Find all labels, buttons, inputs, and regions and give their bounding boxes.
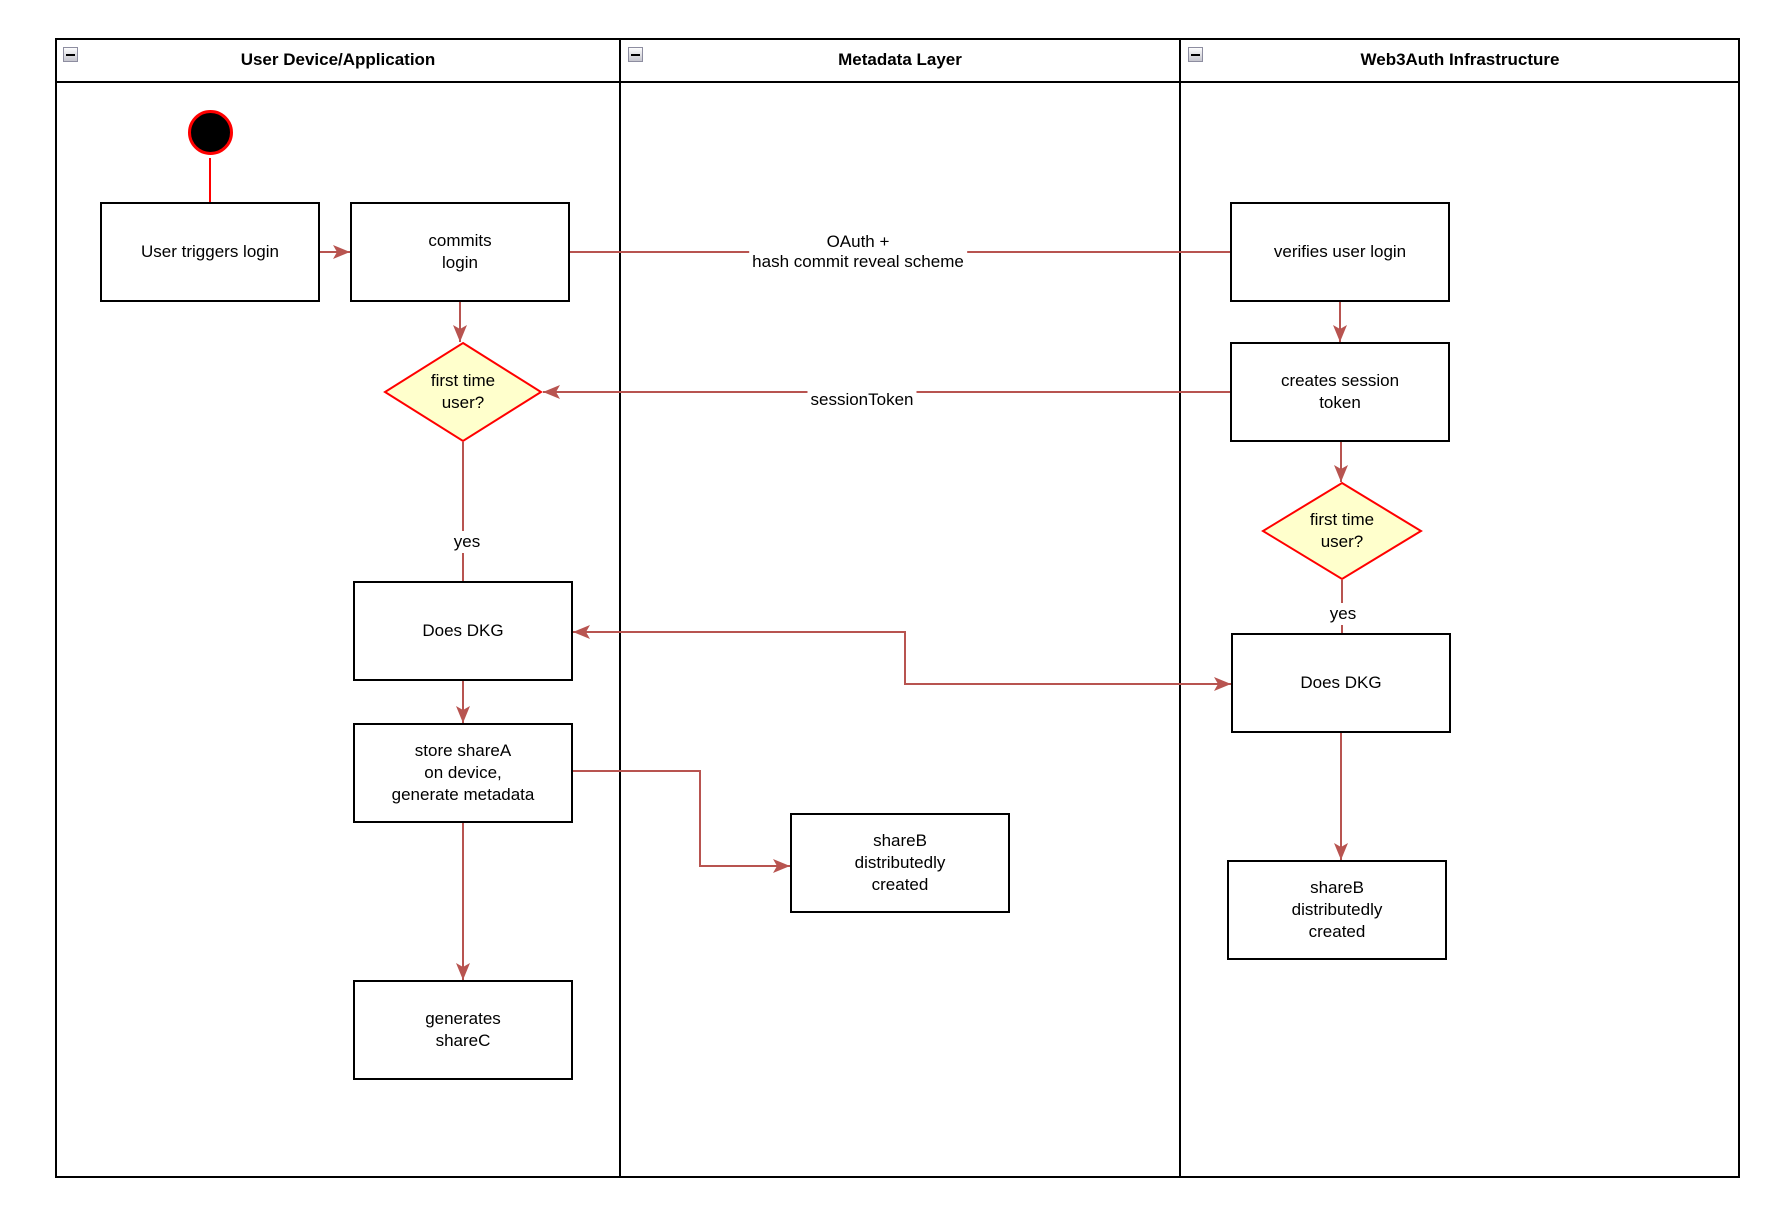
shareb-infra-box[interactable]: shareB distributedly created — [1227, 860, 1447, 960]
minus-icon — [1191, 53, 1200, 56]
generates-sharec-box[interactable]: generates shareC — [353, 980, 573, 1080]
node-label: first time user? — [430, 371, 496, 412]
node-label: Does DKG — [1300, 673, 1382, 692]
minus-icon — [66, 53, 75, 56]
node-label: shareB distributedly created — [854, 831, 946, 894]
minus-icon — [631, 53, 640, 56]
lane-title-metadata-layer: Metadata Layer — [838, 50, 962, 69]
lane-divider-1 — [619, 38, 621, 1178]
node-label: commits login — [428, 231, 492, 272]
verifies-user-login-box[interactable]: verifies user login — [1230, 202, 1450, 302]
collapse-icon-metadata-layer[interactable] — [628, 47, 643, 62]
node-label: verifies user login — [1273, 242, 1407, 261]
node-label: Does DKG — [422, 621, 504, 640]
node-label: User triggers login — [141, 242, 279, 261]
does-dkg-infra-box[interactable]: Does DKG — [1231, 633, 1451, 733]
store-sharea-box[interactable]: store shareA on device, generate metadat… — [353, 723, 573, 823]
collapse-icon-user-device[interactable] — [63, 47, 78, 62]
edge-dkg-device-dkg-infra[interactable] — [573, 625, 1231, 691]
lane-header-separator — [55, 81, 1740, 83]
creates-session-token-box[interactable]: creates session token — [1230, 342, 1450, 442]
session-token-edge-label: sessionToken — [807, 389, 917, 411]
yes-label-infra: yes — [1326, 603, 1360, 625]
lane-title-web3auth: Web3Auth Infrastructure — [1360, 50, 1560, 69]
node-label: creates session token — [1280, 371, 1400, 412]
node-label: shareB distributedly created — [1291, 878, 1383, 941]
node-label: generates shareC — [425, 1009, 501, 1050]
collapse-icon-web3auth[interactable] — [1188, 47, 1203, 62]
oauth-edge-label: OAuth + hash commit reveal scheme — [749, 231, 967, 273]
lane-divider-2 — [1179, 38, 1181, 1178]
yes-label-device: yes — [450, 531, 484, 553]
does-dkg-device-box[interactable]: Does DKG — [353, 581, 573, 681]
swimlane-pool — [55, 38, 1740, 1178]
commits-login-box[interactable]: commits login — [350, 202, 570, 302]
lane-title-user-device: User Device/Application — [240, 50, 436, 69]
node-label: first time user? — [1309, 510, 1375, 551]
initial-node[interactable] — [188, 110, 233, 155]
first-time-user-decision-infra[interactable]: first time user? — [1261, 481, 1423, 581]
edge-store-sharea-to-shareb-metadata[interactable] — [573, 770, 790, 873]
node-label: store shareA on device, generate metadat… — [391, 741, 535, 804]
user-triggers-login-box[interactable]: User triggers login — [100, 202, 320, 302]
shareb-metadata-box[interactable]: shareB distributedly created — [790, 813, 1010, 913]
first-time-user-decision-device[interactable]: first time user? — [383, 341, 543, 443]
